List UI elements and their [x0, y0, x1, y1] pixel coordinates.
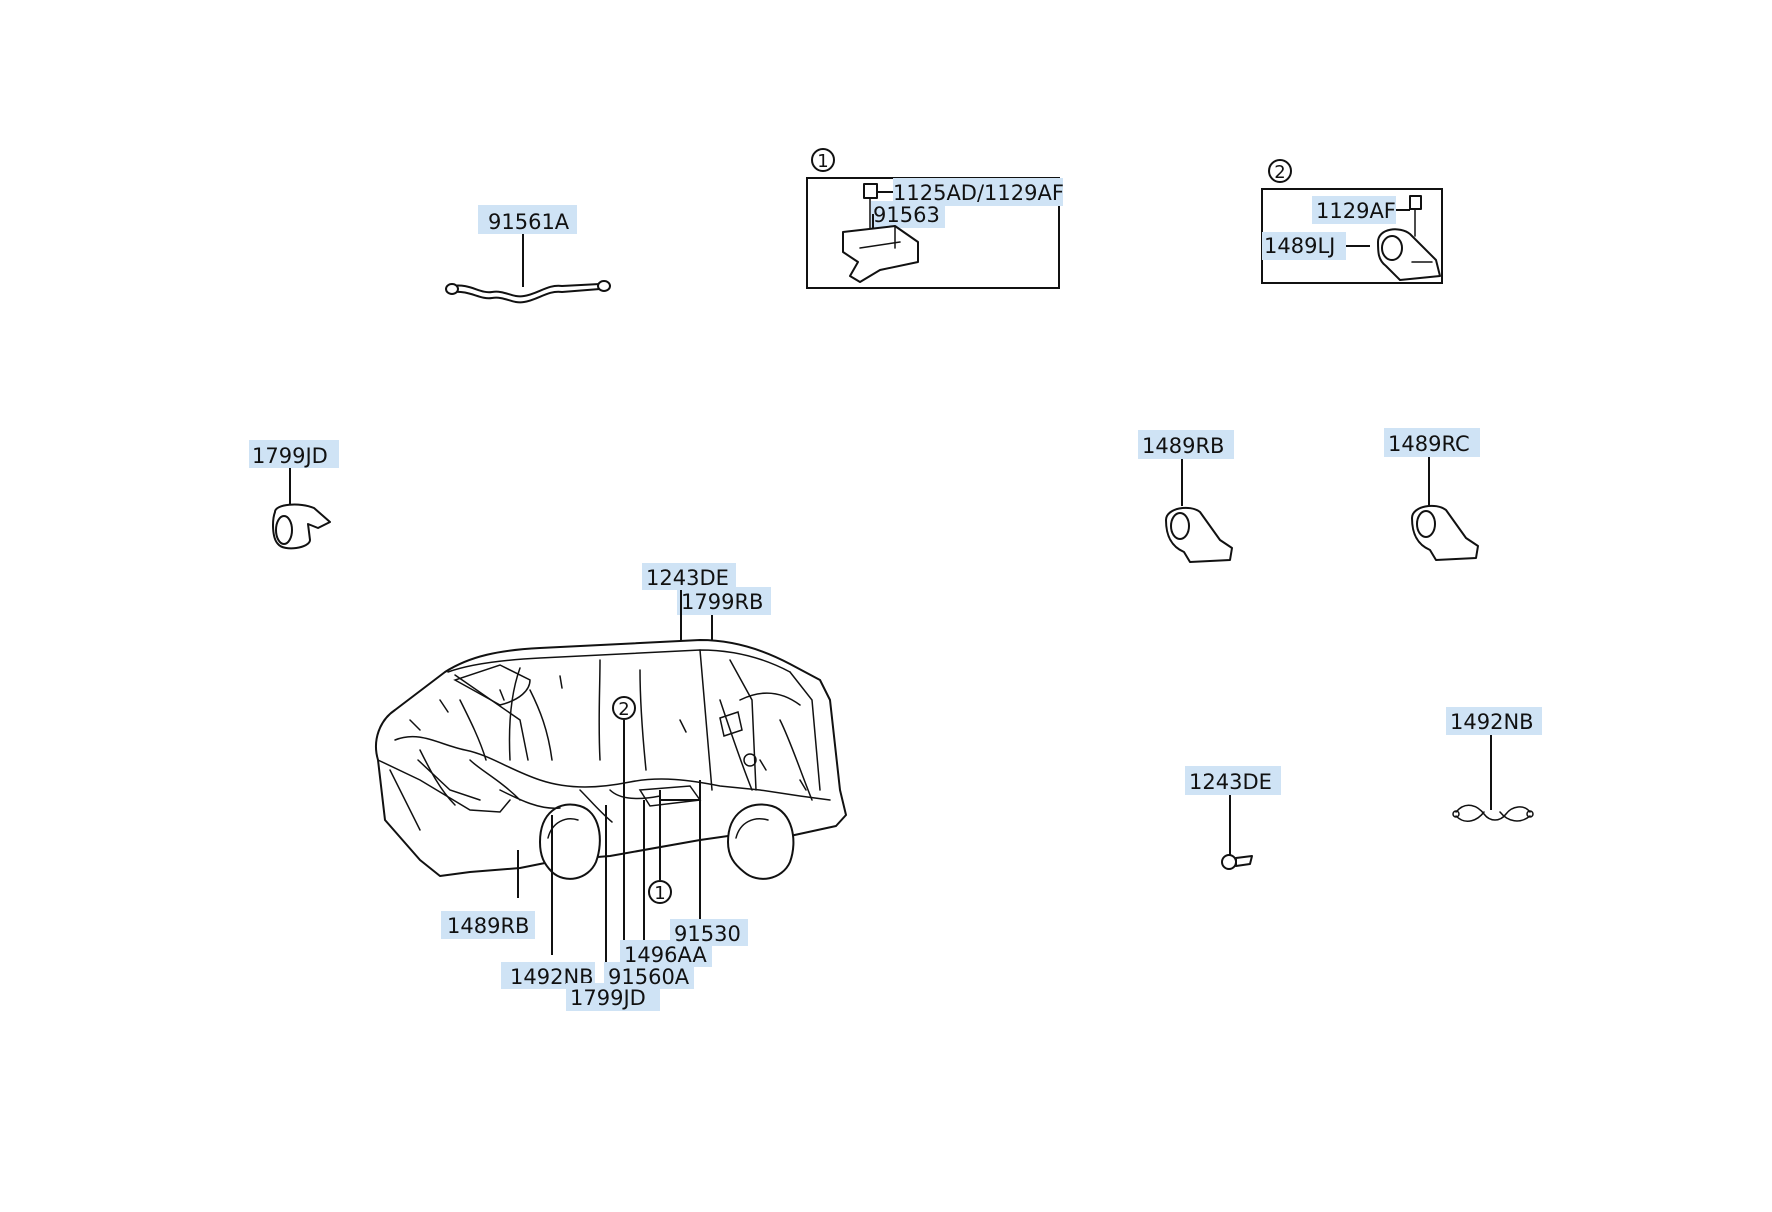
svg-text:2: 2 — [1274, 162, 1285, 183]
rear-wheel — [727, 803, 795, 880]
svg-text:1: 1 — [817, 151, 828, 172]
screw-drawing — [1221, 854, 1237, 870]
callout-1-top — [811, 148, 835, 172]
svg-text:1: 1 — [654, 883, 665, 904]
callout-1-vehicle — [648, 880, 672, 904]
callout-2-top — [1268, 159, 1292, 183]
label-1129AF[interactable]: 1129AF — [1316, 199, 1396, 223]
vehicle-wiring-harness: 1243DE 1799RB — [375, 563, 847, 1011]
part-91561A: 91561A — [445, 205, 611, 304]
label-1496AA[interactable]: 1496AA — [624, 943, 707, 967]
ground-strap-drawing — [451, 283, 601, 304]
callout-2-vehicle — [612, 696, 636, 720]
detail-box-1: 1 1125AD/1129AF 91563 — [806, 148, 1064, 289]
label-91560A[interactable]: 91560A — [608, 965, 690, 989]
part-1489RB-top: 1489RB — [1138, 430, 1234, 563]
label-1799RB[interactable]: 1799RB — [681, 590, 763, 614]
label-1243DE-top[interactable]: 1243DE — [646, 566, 729, 590]
label-1489LJ[interactable]: 1489LJ — [1264, 234, 1335, 258]
label-1492NB-right[interactable]: 1492NB — [1450, 710, 1534, 734]
bracket-drawing — [842, 225, 919, 283]
label-91563[interactable]: 91563 — [873, 203, 940, 227]
label-91530[interactable]: 91530 — [674, 922, 741, 946]
label-1243DE-right[interactable]: 1243DE — [1189, 770, 1272, 794]
label-1489RB-top[interactable]: 1489RB — [1142, 434, 1224, 458]
harness-main — [394, 735, 831, 801]
detail-box-2: 2 1129AF 1489LJ — [1261, 159, 1443, 284]
svg-text:2: 2 — [618, 699, 629, 720]
part-1492NB-right: 1492NB — [1446, 707, 1542, 822]
label-91561A[interactable]: 91561A — [488, 210, 570, 234]
label-1799JD-bottom[interactable]: 1799JD — [570, 986, 646, 1010]
label-1799JD-top[interactable]: 1799JD — [252, 444, 328, 468]
part-1243DE-right: 1243DE — [1185, 766, 1281, 870]
label-1489RB-bottom[interactable]: 1489RB — [447, 914, 529, 938]
wire-clip-1492NB-drawing — [1455, 804, 1531, 822]
label-1489RC[interactable]: 1489RC — [1388, 432, 1470, 456]
part-1799JD-top: 1799JD — [249, 440, 339, 550]
part-1489RC: 1489RC — [1384, 428, 1480, 561]
bolt-drawing-2 — [1409, 195, 1422, 210]
bolt-drawing — [863, 183, 878, 199]
front-wheel — [539, 803, 601, 880]
